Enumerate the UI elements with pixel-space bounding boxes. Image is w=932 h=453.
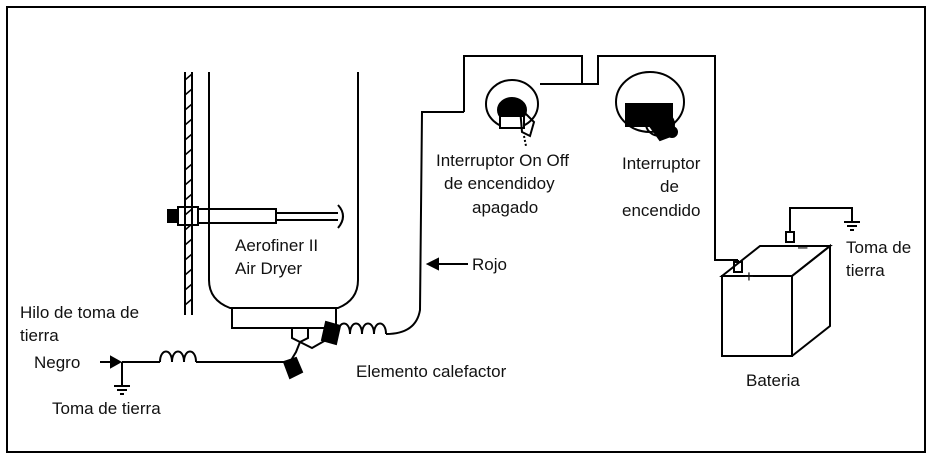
red-label: Rojo [472, 255, 507, 274]
red-wire-arrow [425, 257, 468, 271]
switch1-label-line3: apagado [472, 198, 538, 217]
switch2-label-line1: Interruptor [622, 154, 701, 173]
heater-element-label: Elemento calefactor [356, 362, 507, 381]
battery-label: Bateria [746, 371, 800, 390]
mounting-bracket [184, 72, 193, 315]
heater-connector [299, 111, 464, 350]
black-label: Negro [34, 353, 80, 372]
ignition-switch [615, 71, 685, 142]
battery-plus-sign: + [744, 267, 754, 286]
switch-wiring [463, 55, 738, 261]
ground-right-label-line2: tierra [846, 261, 885, 280]
switch1-label-line1: Interruptor On Off [436, 151, 569, 170]
switch2-label-line3: encendido [622, 201, 700, 220]
ground-wire-label-line1: Hilo de toma de [20, 303, 139, 322]
battery-minus-sign: – [798, 237, 808, 256]
diagram-frame [6, 6, 926, 453]
dryer-label-line2: Air Dryer [235, 259, 302, 278]
ground-wire [114, 350, 288, 395]
black-wire-arrow [100, 355, 123, 369]
switch2-label-line2: de [660, 177, 679, 196]
air-dryer-body [208, 72, 359, 344]
battery [719, 207, 860, 357]
ground-wire-label-line2: tierra [20, 326, 59, 345]
switch-on-off [485, 79, 539, 147]
switch1-label-line2: de encendidoy [444, 174, 555, 193]
ground-left-label: Toma de tierra [52, 399, 161, 418]
mounting-bolt [167, 204, 344, 229]
ground-right-label-line1: Toma de [846, 238, 911, 257]
ground-connector [282, 341, 304, 380]
dryer-label-line1: Aerofiner II [235, 236, 318, 255]
